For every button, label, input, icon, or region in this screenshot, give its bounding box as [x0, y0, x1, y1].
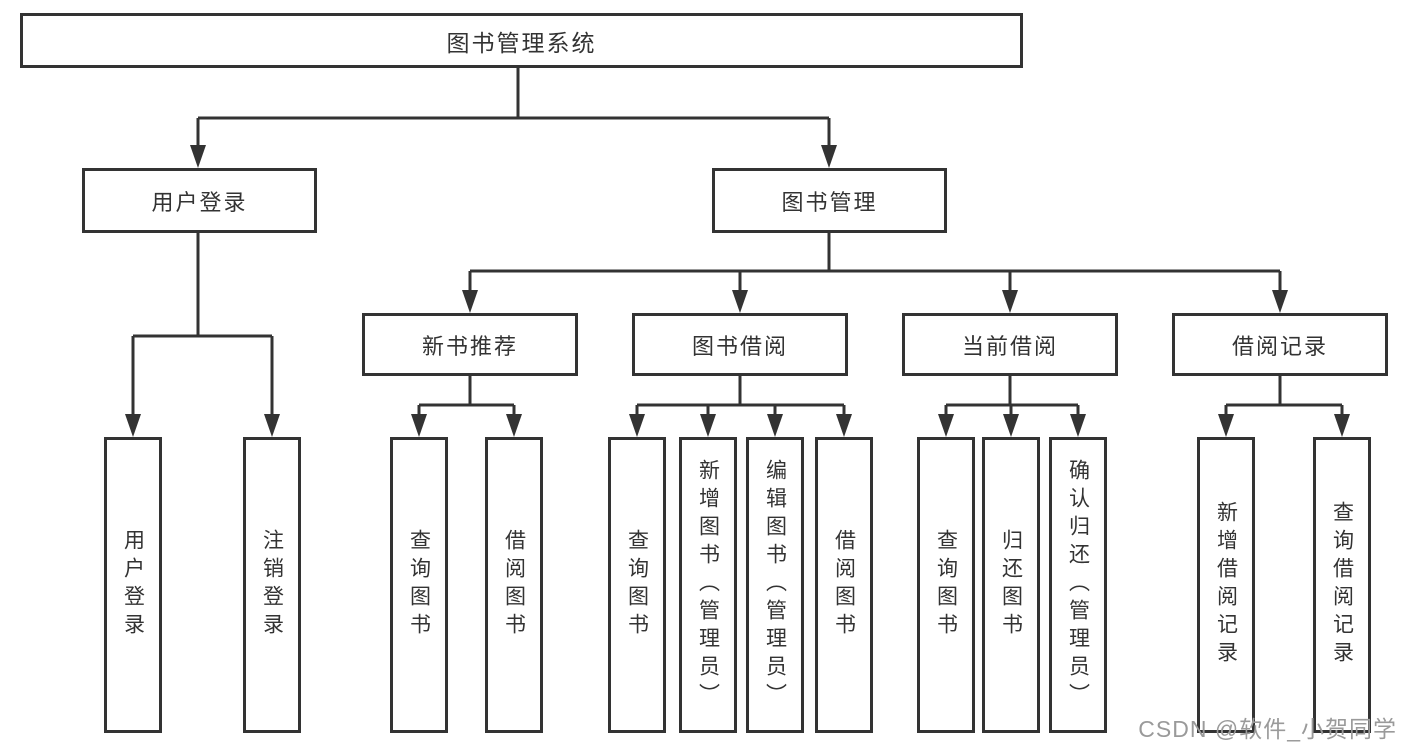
- leaf-borrow-books-recommend: 借阅图书: [485, 437, 543, 733]
- arrowhead-icon: [1218, 414, 1234, 437]
- node-label: 用户登录: [151, 189, 248, 215]
- arrowhead-icon: [411, 414, 427, 437]
- leaf-return-books: 归还图书: [982, 437, 1040, 733]
- leaf-confirm-return-admin: 确认归还（管理员）: [1049, 437, 1107, 733]
- arrowhead-icon: [1334, 414, 1350, 437]
- leaf-label: 注销登录: [260, 529, 284, 641]
- leaf-label: 查询图书: [625, 529, 649, 641]
- leaf-query-books-recommend: 查询图书: [390, 437, 448, 733]
- leaf-label: 借阅图书: [502, 529, 526, 641]
- arrowhead-icon: [264, 414, 280, 437]
- arrowhead-icon: [1003, 414, 1019, 437]
- arrowhead-icon: [506, 414, 522, 437]
- arrowhead-icon: [836, 414, 852, 437]
- node-label: 借阅记录: [1231, 333, 1328, 359]
- arrowhead-icon: [732, 290, 748, 313]
- leaf-label: 查询借阅记录: [1330, 501, 1354, 669]
- leaf-add-books-admin: 新增图书（管理员）: [679, 437, 737, 733]
- node-label: 新书推荐: [421, 333, 518, 359]
- arrowhead-icon: [190, 145, 206, 168]
- node-new-book-recommend: 新书推荐: [362, 313, 578, 376]
- node-current-borrow: 当前借阅: [902, 313, 1118, 376]
- arrowhead-icon: [1070, 414, 1086, 437]
- leaf-query-books-current: 查询图书: [917, 437, 975, 733]
- leaf-add-borrow-record: 新增借阅记录: [1197, 437, 1255, 733]
- leaf-label: 归还图书: [999, 529, 1023, 641]
- node-borrow-records: 借阅记录: [1172, 313, 1388, 376]
- arrowhead-icon: [1272, 290, 1288, 313]
- leaf-query-borrow-record: 查询借阅记录: [1313, 437, 1371, 733]
- node-library-management-system: 图书管理系统: [20, 13, 1023, 68]
- leaf-label: 用户登录: [121, 529, 145, 641]
- arrowhead-icon: [767, 414, 783, 437]
- arrowhead-icon: [938, 414, 954, 437]
- node-label: 图书借阅: [691, 333, 788, 359]
- leaf-query-books-borrow: 查询图书: [608, 437, 666, 733]
- arrowhead-icon: [462, 290, 478, 313]
- leaf-label: 查询图书: [934, 529, 958, 641]
- node-label: 当前借阅: [961, 333, 1058, 359]
- node-label: 图书管理系统: [446, 29, 597, 56]
- leaf-user-login: 用户登录: [104, 437, 162, 733]
- arrowhead-icon: [629, 414, 645, 437]
- leaf-label: 借阅图书: [832, 529, 856, 641]
- leaf-label: 新增图书（管理员）: [696, 459, 720, 711]
- leaf-label: 查询图书: [407, 529, 431, 641]
- arrowhead-icon: [821, 145, 837, 168]
- arrowhead-icon: [125, 414, 141, 437]
- node-user-login: 用户登录: [82, 168, 317, 233]
- leaf-label: 编辑图书（管理员）: [763, 459, 787, 711]
- arrowhead-icon: [1002, 290, 1018, 313]
- arrowhead-icon: [700, 414, 716, 437]
- csdn-watermark: CSDN @软件_小贺同学: [1138, 716, 1397, 742]
- leaf-borrow-books: 借阅图书: [815, 437, 873, 733]
- leaf-label: 新增借阅记录: [1214, 501, 1238, 669]
- node-book-management: 图书管理: [712, 168, 947, 233]
- leaf-label: 确认归还（管理员）: [1066, 459, 1090, 711]
- leaf-edit-books-admin: 编辑图书（管理员）: [746, 437, 804, 733]
- leaf-logout: 注销登录: [243, 437, 301, 733]
- node-label: 图书管理: [781, 189, 878, 215]
- node-book-borrow: 图书借阅: [632, 313, 848, 376]
